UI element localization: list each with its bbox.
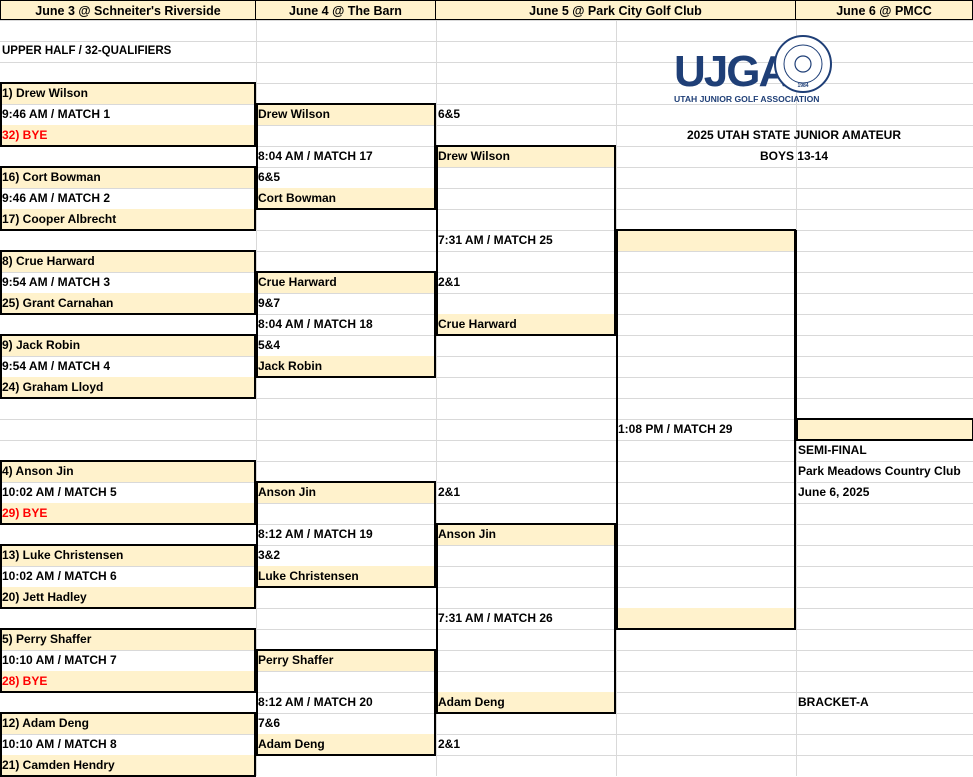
date-label: June 6, 2025 bbox=[798, 485, 870, 499]
player-slot: 17) Cooper Albrecht bbox=[0, 209, 256, 230]
match-time: 10:02 AM / MATCH 5 bbox=[2, 485, 117, 499]
match-time: 8:12 AM / MATCH 19 bbox=[258, 527, 373, 541]
winner-slot: Cort Bowman bbox=[256, 188, 436, 209]
final-box bbox=[796, 418, 973, 441]
winner-slot: Jack Robin bbox=[256, 356, 436, 377]
player-slot: 9) Jack Robin bbox=[0, 335, 256, 356]
player-slot: 20) Jett Hadley bbox=[0, 587, 256, 608]
winner-slot bbox=[616, 608, 796, 629]
ujga-logo: UJGA 1984 UTAH JUNIOR GOLF ASSOCIATION bbox=[674, 35, 832, 104]
winner-slot: Adam Deng bbox=[436, 692, 616, 713]
match-box bbox=[436, 523, 616, 714]
venue-label: Park Meadows Country Club bbox=[798, 464, 961, 478]
match-box bbox=[0, 544, 256, 609]
match-time: 8:04 AM / MATCH 17 bbox=[258, 149, 373, 163]
match-time: 9:54 AM / MATCH 3 bbox=[2, 275, 111, 289]
match-box bbox=[256, 271, 436, 378]
score: 6&5 bbox=[258, 170, 281, 184]
winner-slot: Adam Deng bbox=[256, 734, 436, 755]
match-time: 7:31 AM / MATCH 25 bbox=[438, 233, 553, 247]
golf-ball-icon bbox=[794, 55, 812, 73]
score: 5&4 bbox=[258, 338, 281, 352]
player-slot: 29) BYE bbox=[0, 503, 256, 524]
match-box bbox=[0, 250, 256, 315]
player-slot: 5) Perry Shaffer bbox=[0, 629, 256, 650]
player-slot: 4) Anson Jin bbox=[0, 461, 256, 482]
player-slot: 12) Adam Deng bbox=[0, 713, 256, 734]
logo-name: UTAH JUNIOR GOLF ASSOCIATION bbox=[674, 94, 819, 104]
score: 2&1 bbox=[438, 485, 461, 499]
connector-line bbox=[795, 230, 797, 419]
match-time: 9:46 AM / MATCH 2 bbox=[2, 191, 111, 205]
player-slot: 1) Drew Wilson bbox=[0, 83, 256, 104]
match-time: 7:31 AM / MATCH 26 bbox=[438, 611, 553, 625]
event-division: BOYS 13-14 bbox=[759, 149, 829, 163]
seal-icon bbox=[774, 35, 832, 93]
match-time: 10:02 AM / MATCH 6 bbox=[2, 569, 117, 583]
final-slot bbox=[796, 419, 973, 440]
player-slot: 25) Grant Carnahan bbox=[0, 293, 256, 314]
match-time: 9:46 AM / MATCH 1 bbox=[2, 107, 111, 121]
player-slot: 21) Camden Hendry bbox=[0, 755, 256, 776]
bracket-label: BRACKET-A bbox=[798, 695, 869, 709]
winner-slot: Drew Wilson bbox=[256, 104, 436, 125]
player-slot: 28) BYE bbox=[0, 671, 256, 692]
player-slot: 16) Cort Bowman bbox=[0, 167, 256, 188]
score: 2&1 bbox=[438, 737, 461, 751]
score: 3&2 bbox=[258, 548, 281, 562]
match-time: 8:04 AM / MATCH 18 bbox=[258, 317, 373, 331]
svg-text:1984: 1984 bbox=[797, 83, 808, 89]
winner-slot: Perry Shaffer bbox=[256, 650, 436, 671]
match-time: 10:10 AM / MATCH 8 bbox=[2, 737, 117, 751]
match-box bbox=[0, 166, 256, 231]
player-slot: 13) Luke Christensen bbox=[0, 545, 256, 566]
player-slot: 32) BYE bbox=[0, 125, 256, 146]
winner-slot bbox=[616, 230, 796, 251]
header-june-5: June 5 @ Park City Golf Club bbox=[435, 0, 796, 20]
match-box bbox=[256, 103, 436, 210]
header-june-6: June 6 @ PMCC bbox=[795, 0, 973, 20]
winner-slot: Anson Jin bbox=[436, 524, 616, 545]
upper-half-label: UPPER HALF / 32-QUALIFIERS bbox=[2, 45, 172, 57]
match-box bbox=[436, 145, 616, 336]
score: 7&6 bbox=[258, 716, 281, 730]
match-box bbox=[0, 82, 256, 147]
winner-slot: Crue Harward bbox=[256, 272, 436, 293]
player-slot: 24) Graham Lloyd bbox=[0, 377, 256, 398]
match-time: 1:08 PM / MATCH 29 bbox=[618, 422, 733, 436]
player-slot: 8) Crue Harward bbox=[0, 251, 256, 272]
score: 9&7 bbox=[258, 296, 281, 310]
match-box bbox=[0, 712, 256, 777]
header-june-3: June 3 @ Schneiter's Riverside bbox=[0, 0, 256, 20]
semi-final-label: SEMI-FINAL bbox=[798, 443, 867, 457]
match-box bbox=[0, 460, 256, 525]
winner-slot: Luke Christensen bbox=[256, 566, 436, 587]
match-box bbox=[256, 481, 436, 588]
match-time: 10:10 AM / MATCH 7 bbox=[2, 653, 117, 667]
event-title: 2025 UTAH STATE JUNIOR AMATEUR bbox=[686, 128, 902, 142]
match-time: 8:12 AM / MATCH 20 bbox=[258, 695, 373, 709]
score: 2&1 bbox=[438, 275, 461, 289]
winner-slot: Crue Harward bbox=[436, 314, 616, 335]
match-box bbox=[616, 229, 796, 630]
score: 6&5 bbox=[438, 107, 461, 121]
match-box bbox=[0, 628, 256, 693]
header-june-4: June 4 @ The Barn bbox=[255, 0, 436, 20]
match-box bbox=[256, 649, 436, 756]
logo-letters: UJGA bbox=[674, 47, 789, 96]
winner-slot: Anson Jin bbox=[256, 482, 436, 503]
match-box bbox=[0, 334, 256, 399]
winner-slot: Drew Wilson bbox=[436, 146, 616, 167]
match-time: 9:54 AM / MATCH 4 bbox=[2, 359, 111, 373]
